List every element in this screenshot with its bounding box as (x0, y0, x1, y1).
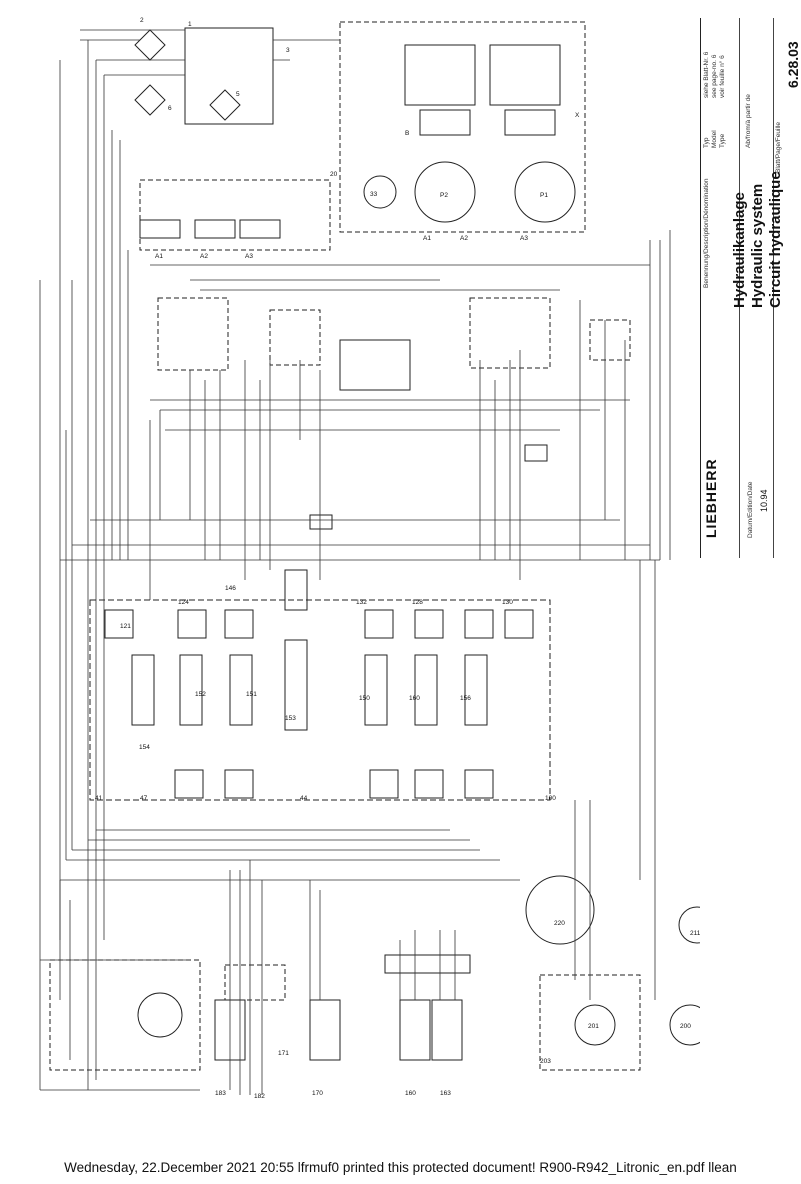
svg-text:5: 5 (236, 91, 240, 98)
svg-text:153: 153 (285, 715, 296, 722)
svg-text:2: 2 (140, 17, 144, 24)
svg-text:154: 154 (139, 744, 150, 751)
svg-text:3: 3 (286, 47, 290, 54)
spool-section (179, 654, 203, 726)
main-pump-p2 (414, 161, 476, 223)
see-page-en: see page-no. 6 (711, 54, 718, 98)
title-french: Circuit hydraulique (767, 171, 784, 308)
filter-symbol (134, 29, 166, 61)
svg-text:33: 33 (370, 191, 378, 198)
pilot-control-left (157, 297, 229, 371)
print-footer: Wednesday, 22.December 2021 20:55 lfrmuf… (64, 1160, 737, 1175)
travel-motor-left (137, 992, 183, 1038)
svg-text:A2: A2 (200, 253, 208, 260)
svg-text:156: 156 (460, 695, 471, 702)
svg-text:B: B (405, 130, 409, 137)
cylinder-163 (431, 999, 463, 1061)
type-label-en: Model (711, 130, 718, 148)
title-block-divider (739, 18, 740, 558)
svg-text:200: 200 (680, 1023, 691, 1030)
svg-text:P1: P1 (540, 192, 548, 199)
svg-text:171: 171 (278, 1050, 289, 1057)
svg-text:128: 128 (412, 599, 423, 606)
see-page-de: siehe Blatt-Nr. 6 (703, 51, 710, 98)
title-english: Hydraulic system (749, 183, 766, 308)
title-block-divider (773, 18, 774, 558)
svg-text:44: 44 (300, 795, 308, 802)
cylinder-160 (399, 999, 431, 1061)
svg-text:100: 100 (545, 795, 556, 802)
svg-text:183: 183 (215, 1090, 226, 1097)
pump-group-frame (339, 21, 586, 233)
spool-section (414, 654, 438, 726)
svg-text:130: 130 (502, 599, 513, 606)
svg-text:X: X (575, 112, 580, 119)
spool-section (464, 654, 488, 726)
spool-section (284, 639, 308, 731)
svg-text:220: 220 (554, 920, 565, 927)
svg-text:182: 182 (254, 1093, 265, 1100)
svg-text:146: 146 (225, 585, 236, 592)
svg-text:A3: A3 (520, 235, 528, 242)
svg-text:160: 160 (409, 695, 420, 702)
main-pump-p1 (514, 161, 576, 223)
travel-motor-right-b (669, 1004, 700, 1046)
svg-text:A2: A2 (460, 235, 468, 242)
swing-motor (525, 875, 595, 945)
date-value: 10.94 (759, 489, 769, 512)
rotary-joint (678, 906, 700, 944)
spool-section (364, 654, 388, 726)
spool-section (131, 654, 155, 726)
svg-text:20: 20 (330, 171, 338, 178)
date-label: Datum/Edition/Date (747, 481, 754, 538)
svg-text:170: 170 (312, 1090, 323, 1097)
svg-text:6: 6 (168, 105, 172, 112)
svg-text:41: 41 (95, 795, 103, 802)
brand-logo: LIEBHERR (703, 458, 719, 538)
sheet-number: 6.28.03 (785, 41, 801, 88)
control-valve-block (89, 599, 551, 801)
type-label-de: Typ (703, 137, 710, 148)
type-label-fr: Type (719, 133, 726, 148)
hydraulic-tank (184, 27, 274, 125)
from-serial-label: Ab/from/à partir de (745, 94, 752, 148)
svg-text:201: 201 (588, 1023, 599, 1030)
svg-text:163: 163 (440, 1090, 451, 1097)
spool-section (229, 654, 253, 726)
svg-text:A3: A3 (245, 253, 253, 260)
svg-text:152: 152 (195, 691, 206, 698)
svg-text:132: 132 (356, 599, 367, 606)
pilot-pump (363, 175, 397, 209)
svg-text:150: 150 (359, 695, 370, 702)
title-block: Benennung/Description/Dénomination Hydra… (700, 18, 801, 558)
svg-text:151: 151 (246, 691, 257, 698)
svg-text:47: 47 (140, 795, 148, 802)
svg-text:121: 121 (120, 623, 131, 630)
pilot-control-right (469, 297, 551, 369)
title-german: Hydraulikanlage (731, 192, 748, 308)
svg-text:A1: A1 (155, 253, 163, 260)
see-page-fr: voir feuille n° 6 (719, 55, 726, 98)
svg-text:124: 124 (178, 599, 189, 606)
sheet-label: Blatt/Page/Feuille (775, 122, 782, 173)
svg-text:203: 203 (540, 1058, 551, 1065)
cylinder-170 (309, 999, 341, 1061)
svg-text:211: 211 (690, 930, 700, 937)
svg-text:160: 160 (405, 1090, 416, 1097)
svg-text:A1: A1 (423, 235, 431, 242)
svg-text:1: 1 (188, 21, 192, 28)
filter-symbol (134, 84, 166, 116)
travel-motor-right-a (574, 1004, 616, 1046)
designation-label: Benennung/Description/Dénomination (703, 178, 710, 289)
svg-text:P2: P2 (440, 192, 448, 199)
